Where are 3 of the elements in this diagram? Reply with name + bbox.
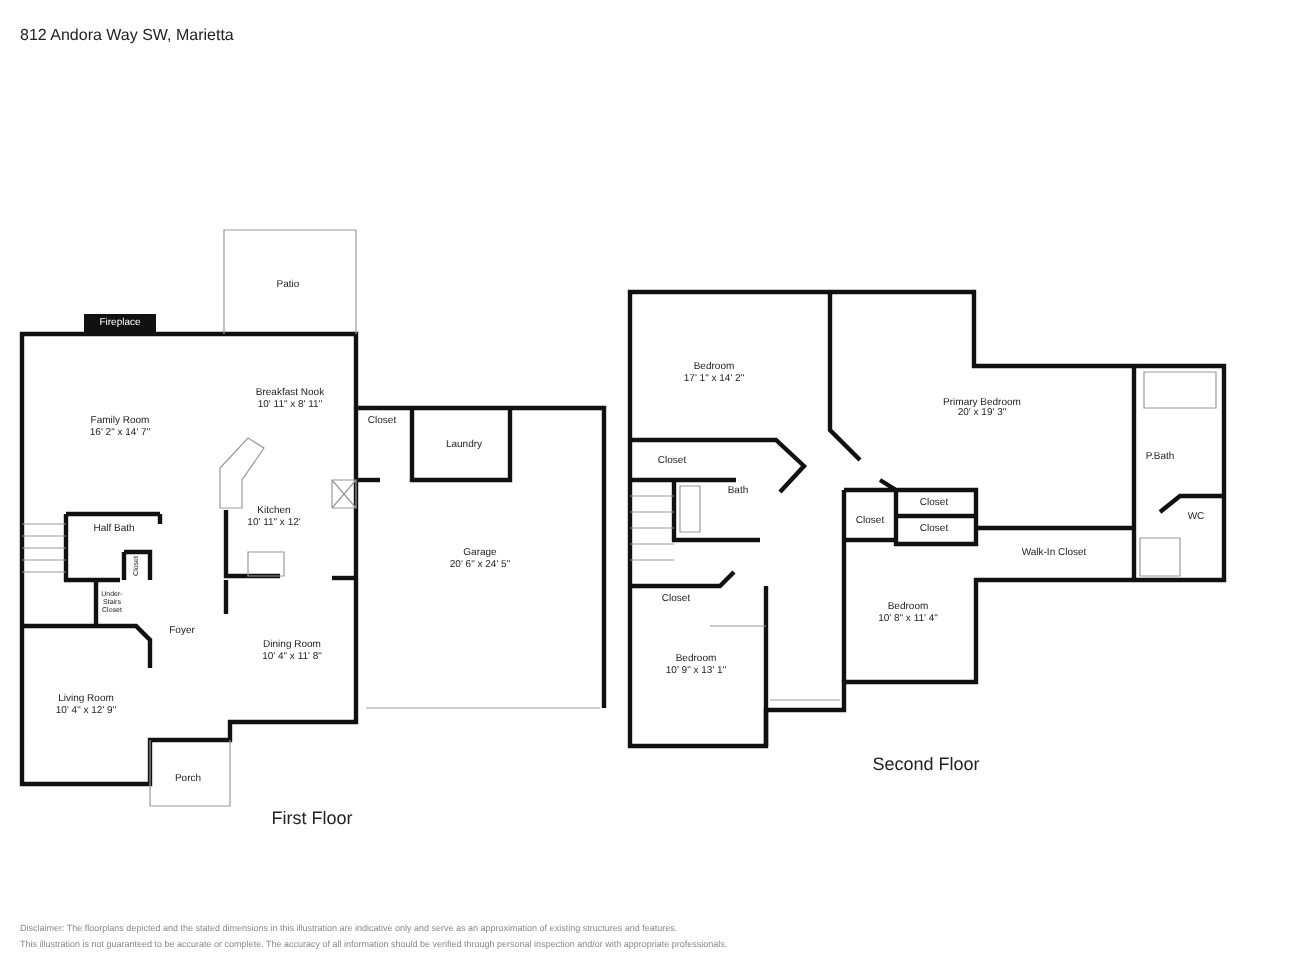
- address-title: 812 Andora Way SW, Marietta: [20, 26, 234, 44]
- floor-label: Second Floor: [872, 756, 980, 776]
- floor-label: First Floor: [271, 810, 353, 830]
